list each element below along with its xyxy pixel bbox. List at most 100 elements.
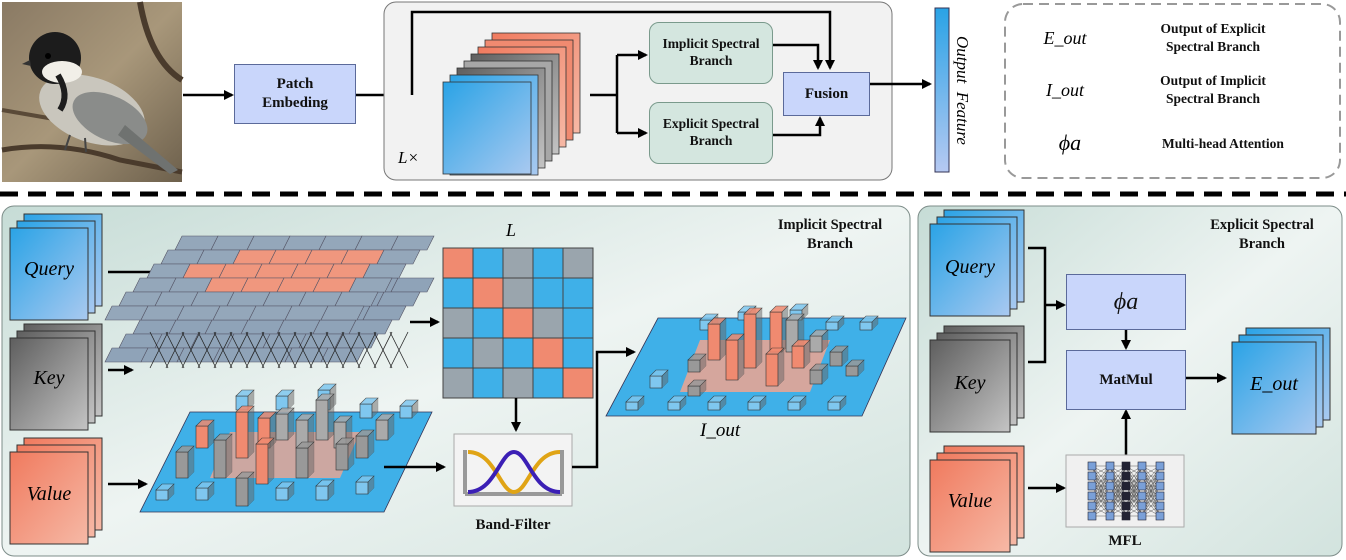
plane-cell	[204, 277, 249, 293]
mfl-node	[1087, 471, 1097, 481]
histogram-bar	[743, 313, 757, 369]
band-filter	[453, 433, 573, 507]
mfl-node	[1137, 511, 1147, 521]
mfl-node	[1155, 511, 1165, 521]
histogram-bar	[375, 419, 389, 441]
plane-cell	[154, 291, 199, 307]
histogram-bar	[359, 403, 373, 419]
output-feature-bar	[934, 7, 950, 173]
histogram-bar	[825, 321, 839, 331]
plane-cell	[318, 235, 363, 251]
query-stack	[9, 213, 103, 321]
matrix-label: L	[506, 220, 517, 240]
legend-desc-i-out: Output of Implicit Spectral Branch	[1160, 73, 1266, 106]
matrix-cell	[472, 307, 504, 339]
i-out-histogram	[605, 303, 907, 417]
plane-cell	[334, 291, 379, 307]
plane-cell	[240, 319, 285, 335]
plane-cell	[204, 319, 249, 335]
histogram-bar	[355, 481, 369, 495]
attention-planes	[104, 235, 435, 369]
matrix-cell	[502, 277, 534, 309]
e-out-label: E_out	[1250, 373, 1298, 395]
mfl-node	[1137, 481, 1147, 491]
plane-cell	[146, 263, 191, 279]
plane-cell	[132, 319, 177, 335]
matrix-cell	[562, 337, 594, 369]
attention-box: ϕa	[1066, 274, 1186, 330]
mfl-node	[1105, 461, 1115, 471]
plane-cell	[362, 263, 407, 279]
mfl-node	[1121, 501, 1131, 511]
histogram-bar	[175, 451, 189, 479]
plane-cell	[312, 277, 357, 293]
histogram-bar	[195, 425, 209, 449]
mfl-node	[1087, 501, 1097, 511]
plane-cell	[182, 263, 227, 279]
mfl-node	[1137, 491, 1147, 501]
matrix-cell	[472, 337, 504, 369]
mfl-node	[1121, 491, 1131, 501]
histogram-bar	[725, 339, 739, 381]
legend-symbol-phi: ϕa	[1058, 130, 1082, 155]
plane-cell	[174, 235, 219, 251]
plane-cell	[196, 249, 241, 265]
histogram-bar	[625, 401, 639, 411]
implicit-panel-title: Implicit Spectral Branch	[777, 217, 883, 252]
plane-cell	[254, 263, 299, 279]
mfl-node	[1137, 471, 1147, 481]
plane-cell	[348, 319, 393, 335]
matrix-cell	[472, 277, 504, 309]
feature-stack	[442, 32, 581, 176]
mfl-node	[1105, 501, 1115, 511]
plane-cell	[262, 333, 307, 349]
plane-cell	[320, 305, 365, 321]
mfl-node	[1105, 491, 1115, 501]
matrix-cell	[502, 307, 534, 339]
mfl-node	[1155, 461, 1165, 471]
plane-cell	[390, 235, 435, 251]
mfl-node	[1121, 511, 1131, 521]
plane-cell	[176, 305, 221, 321]
plane-cell	[140, 305, 185, 321]
legend-desc-e-out: Output of Explicit Spectral Branch	[1160, 21, 1266, 54]
plane-cell	[262, 291, 307, 307]
key-stack	[9, 323, 103, 431]
histogram-bar	[295, 447, 309, 479]
legend-box	[1004, 3, 1341, 179]
matrix-cell	[442, 277, 474, 309]
matrix-cell	[442, 307, 474, 339]
explicit-key-stack	[929, 325, 1025, 433]
plane-cell	[160, 249, 205, 265]
matmul-box: MatMul	[1066, 350, 1186, 410]
mfl-node	[1155, 491, 1165, 501]
implicit-branch-box: Implicit Spectral Branch	[649, 22, 773, 84]
histogram-bar	[235, 411, 249, 459]
explicit-value-label: Value	[947, 490, 993, 512]
plane-cell	[320, 347, 365, 363]
plane-cell	[118, 291, 163, 307]
histogram-bar	[275, 487, 289, 501]
matrix-cell	[442, 247, 474, 279]
output-feature-label: Output Feature	[953, 35, 972, 145]
matrix-cell	[502, 247, 534, 279]
plane-cell	[390, 277, 435, 293]
explicit-key-label: Key	[954, 372, 986, 394]
plane-cell	[276, 319, 321, 335]
histogram-bar	[787, 401, 801, 411]
mfl-node	[1155, 501, 1165, 511]
mfl-network	[1065, 454, 1185, 528]
histogram-bar	[829, 351, 843, 367]
plane-cell	[376, 291, 421, 307]
histogram-bar	[707, 401, 721, 411]
plane-cell	[240, 277, 285, 293]
value-histogram	[139, 383, 433, 513]
plane-cell	[226, 291, 271, 307]
histogram-bar	[667, 401, 681, 411]
plane-cell	[282, 235, 327, 251]
plane-cell	[340, 249, 385, 265]
plane-cell	[362, 305, 407, 321]
histogram-bar	[399, 405, 413, 419]
matrix-cell	[502, 337, 534, 369]
legend-symbol-e-out: E_out	[1043, 28, 1087, 48]
